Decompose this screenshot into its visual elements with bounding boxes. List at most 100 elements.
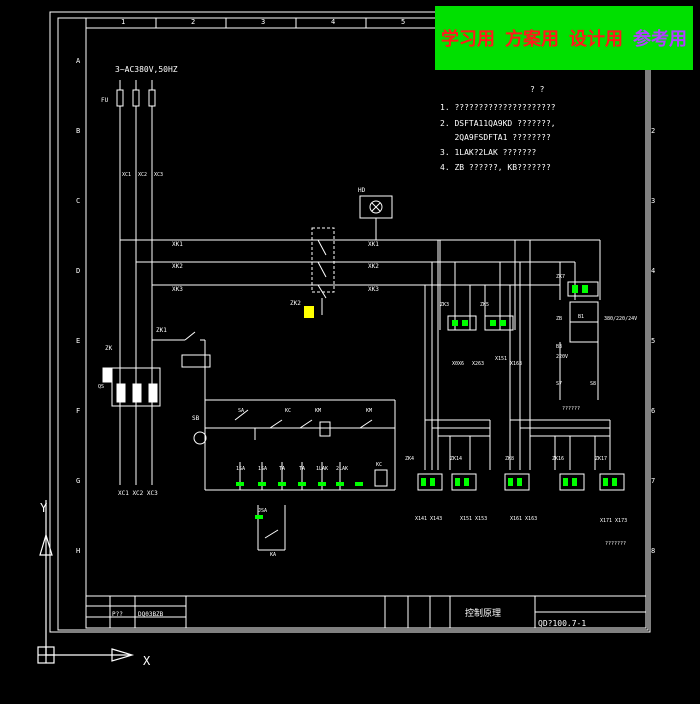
jsa-label: JSA	[258, 508, 267, 514]
x-left-label: XC1 XC2 XC3	[118, 490, 158, 497]
branch-circuits-upper	[439, 240, 516, 331]
x-mid2b-label: X163	[510, 361, 522, 367]
banner-item-scheme: 方案用	[505, 29, 559, 50]
center-switch	[311, 227, 335, 315]
ka-label: KA	[270, 552, 276, 558]
border-right-number: 7	[651, 477, 655, 485]
notes-line-5: 4. ZB ??????, KB???????	[440, 163, 551, 172]
zk17-label: ZK17	[595, 456, 607, 462]
y-axis-label: Y	[40, 501, 48, 515]
t6-label: 2LAK	[336, 466, 348, 472]
zk1-label: ZK1	[156, 327, 167, 334]
zk16-label: ZK16	[552, 456, 564, 462]
e4-label: 220V	[556, 354, 568, 360]
control-contact-symbols	[236, 482, 363, 519]
border-left-letter: E	[76, 337, 80, 345]
branch-contacts-upper	[452, 320, 506, 326]
t7-label: KC	[376, 462, 382, 468]
x-r3-label: X161 X163	[510, 516, 537, 522]
notes-line-1: 1. ?????????????????????	[440, 103, 556, 112]
s8-label: S8	[590, 381, 596, 387]
border-left-letter: D	[76, 267, 80, 275]
branch-contacts-lower	[421, 478, 617, 486]
border-top-number: 3	[261, 18, 265, 26]
s7-label: S7	[556, 381, 562, 387]
banner-item-design: 设计用	[569, 29, 623, 50]
x-r1-label: X141 X143	[415, 516, 442, 522]
title-block-code: QD?100.7-1	[538, 619, 586, 628]
t2-label: 1SA	[258, 466, 267, 472]
border-right-number: 2	[651, 127, 655, 135]
main-contactor	[102, 367, 161, 407]
title-block	[85, 595, 647, 629]
t5-label: 1LAK	[316, 466, 328, 472]
bus2-label: XK2	[172, 263, 183, 270]
zk1-switch	[152, 331, 211, 400]
right-bus2-label: XK2	[368, 263, 379, 270]
phase-lines	[119, 80, 153, 485]
zk14-label: ZK14	[450, 456, 462, 462]
b1-label: B1	[578, 314, 584, 320]
t1-label: 1SA	[236, 466, 245, 472]
bus-lines	[120, 239, 600, 286]
transformer-out-label: 380/220/24V	[604, 316, 637, 322]
transformer	[559, 240, 601, 400]
title-block-left-small: P??	[112, 611, 123, 618]
border-left-letter: C	[76, 197, 80, 205]
border-top-number: 5	[401, 18, 405, 26]
bottom-note-label: ???????	[605, 541, 626, 547]
right-bus1-label: XK1	[368, 241, 379, 248]
zk5-label: ZK5	[480, 302, 489, 308]
border-left-letter: F	[76, 407, 80, 415]
control-circuit	[193, 399, 396, 551]
border-right-number: 3	[651, 197, 655, 205]
e3-label: B3	[556, 344, 562, 350]
zk7-label: ZK7	[556, 274, 565, 280]
x-mid1-label: X0X6	[452, 361, 464, 367]
supply-label: 3~AC380V,50HZ	[115, 65, 178, 74]
zb-label: ZB	[556, 316, 562, 322]
notes-line-4: 3. 1LAK?2LAK ???????	[440, 148, 537, 157]
km-label: KM	[366, 408, 372, 414]
sa-label: SA	[238, 408, 244, 414]
x-r4-label: X171 X173	[600, 518, 627, 524]
breaker-label: ZK	[105, 345, 113, 352]
right-bus3-label: XK3	[368, 286, 379, 293]
transformer-contacts	[572, 285, 588, 293]
zk8-label: ZK8	[505, 456, 514, 462]
zk3-label: ZK3	[440, 302, 449, 308]
watermark-banner: 学习用 方案用 设计用 参考用	[435, 6, 693, 70]
border-left-letter: A	[76, 57, 81, 65]
zk2-label: ZK2	[290, 300, 301, 307]
xc2-label: XC2	[138, 172, 147, 178]
t3-label: TA	[279, 466, 285, 472]
sb-label: SB	[192, 415, 200, 422]
x-r2-label: X151 X153	[460, 516, 487, 522]
note-q-label: ??????	[562, 406, 580, 412]
border-left-letter: H	[76, 547, 80, 555]
fuse-label: FU	[101, 97, 109, 104]
x-mid2-label: X151	[495, 356, 507, 362]
border-right-number: 4	[651, 267, 655, 275]
x-axis-label: X	[143, 654, 151, 668]
border-left-letter: G	[76, 477, 80, 485]
breaker-sub-label: QS	[98, 384, 104, 390]
xc3-label: XC3	[154, 172, 163, 178]
x-mid1b-label: X263	[472, 361, 484, 367]
title-block-name: 控制原理	[465, 607, 501, 619]
border-top-number: 2	[191, 18, 195, 26]
lamp-label: HD	[358, 187, 366, 194]
border-right-number: 5	[651, 337, 655, 345]
notes-line-2: 2. DSFTA11QA9KD ???????,	[440, 119, 556, 128]
ucs-axis-icon	[37, 500, 135, 664]
km-coil-label: KM	[315, 408, 321, 414]
branch-circuits-lower	[417, 240, 625, 491]
title-block-left-code: DQ03BZB	[138, 611, 164, 618]
zk4-label: ZK4	[405, 456, 414, 462]
t4-label: TA	[299, 466, 305, 472]
border-right-number: 8	[651, 547, 655, 555]
bus1-label: XK1	[172, 241, 183, 248]
center-switch-fuse	[304, 306, 314, 318]
banner-item-reference: 参考用	[633, 29, 687, 50]
